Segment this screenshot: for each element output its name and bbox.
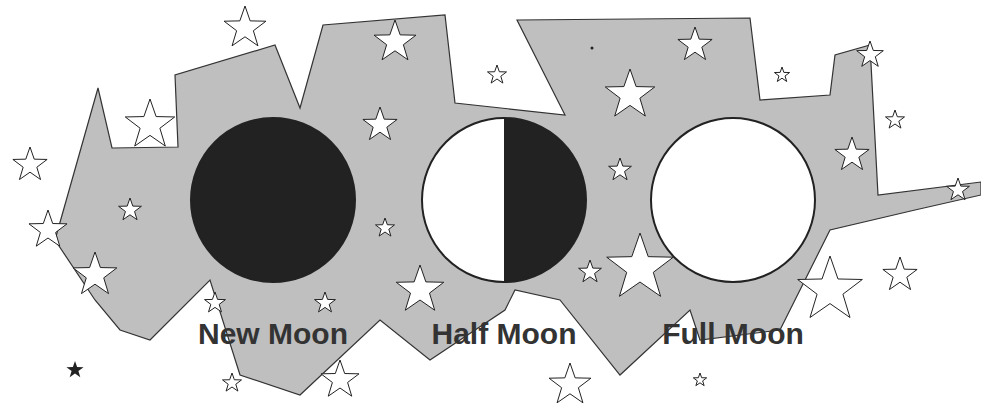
moon-phase: New Moon [159,116,387,352]
moon-circle [394,116,614,284]
moon-phase: Half Moon [390,116,618,352]
phase-label: Full Moon [619,316,847,352]
moon-phase: Full Moon [619,116,847,352]
phase-label: Half Moon [390,316,618,352]
moon-circle [163,116,383,284]
moon-circle [623,116,843,284]
phase-label: New Moon [159,316,387,352]
